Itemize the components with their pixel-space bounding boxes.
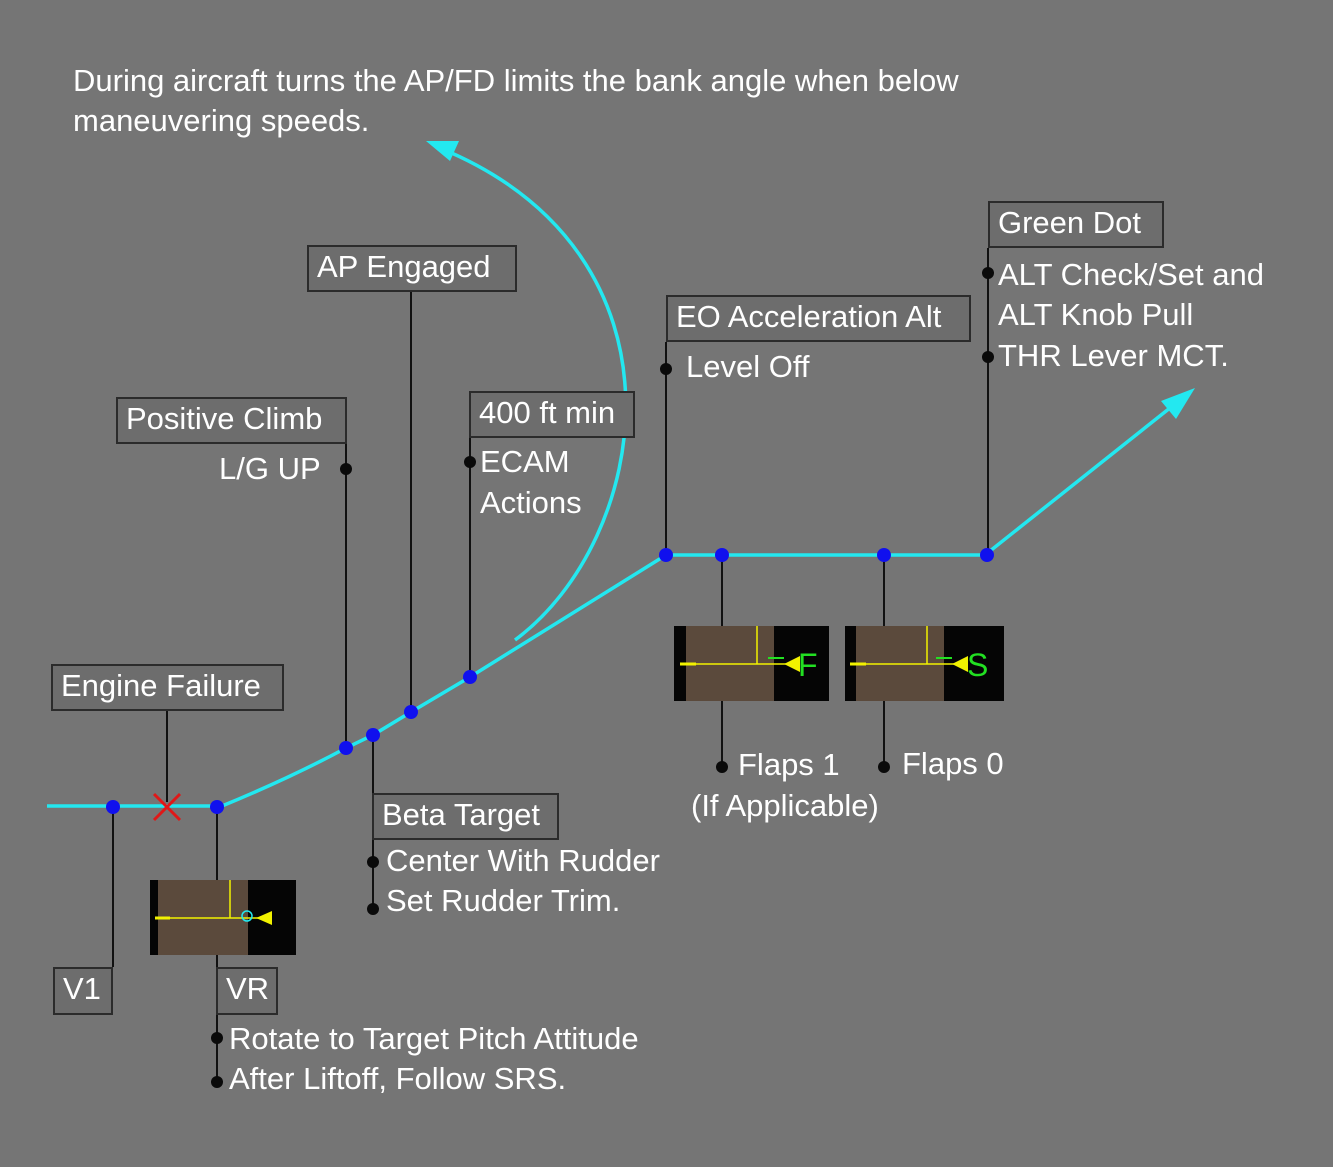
bank-angle-note: During aircraft turns the AP/FD limits t… xyxy=(73,63,959,138)
engine-failure-label: Engine Failure xyxy=(51,664,284,711)
alt-knob-text: ALT Knob Pull xyxy=(998,297,1194,332)
beta-target-label: Beta Target xyxy=(372,793,559,840)
bullets xyxy=(211,267,994,1088)
400-ft-min-label: 400 ft min xyxy=(469,391,635,438)
vr-speed-indicator xyxy=(150,880,296,955)
positive-climb-label: Positive Climb xyxy=(116,397,347,444)
leader-lines xyxy=(112,248,989,1082)
thr-lever-text: THR Lever MCT. xyxy=(998,338,1229,373)
flaps0-text: Flaps 0 xyxy=(902,746,1004,781)
turn-arrowhead-icon xyxy=(426,141,459,161)
circle-target-icon xyxy=(241,910,253,922)
eo-acceleration-alt-label: EO Acceleration Alt xyxy=(666,295,971,342)
set-trim-text: Set Rudder Trim. xyxy=(386,883,621,918)
rotate-text: Rotate to Target Pitch Attitude xyxy=(229,1021,639,1056)
lg-up-text: L/G UP xyxy=(219,451,321,486)
ecam-actions-text: Actions xyxy=(480,485,582,520)
climb-arrowhead-icon xyxy=(1161,388,1195,419)
ecam-text: ECAM xyxy=(480,444,570,479)
flaps1-letter: F xyxy=(798,647,818,683)
level-off-text: Level Off xyxy=(686,349,810,384)
flaps0-letter: S xyxy=(967,647,988,683)
green-dot-label: Green Dot xyxy=(988,201,1164,248)
vr-label: VR xyxy=(216,967,278,1015)
engine-failure-x-icon xyxy=(152,792,182,822)
v1-label: V1 xyxy=(53,967,113,1015)
ap-engaged-label: AP Engaged xyxy=(307,245,517,292)
path-points xyxy=(106,548,994,814)
after-liftoff-text: After Liftoff, Follow SRS. xyxy=(229,1061,567,1096)
flaps1-text: Flaps 1 xyxy=(738,747,840,782)
flaps0-speed-indicator: S xyxy=(845,626,1004,701)
flaps1-speed-indicator: F xyxy=(674,626,829,701)
center-rudder-text: Center With Rudder xyxy=(386,843,660,878)
alt-check-text: ALT Check/Set and xyxy=(998,257,1264,292)
flaps1-note-text: (If Applicable) xyxy=(691,788,879,823)
